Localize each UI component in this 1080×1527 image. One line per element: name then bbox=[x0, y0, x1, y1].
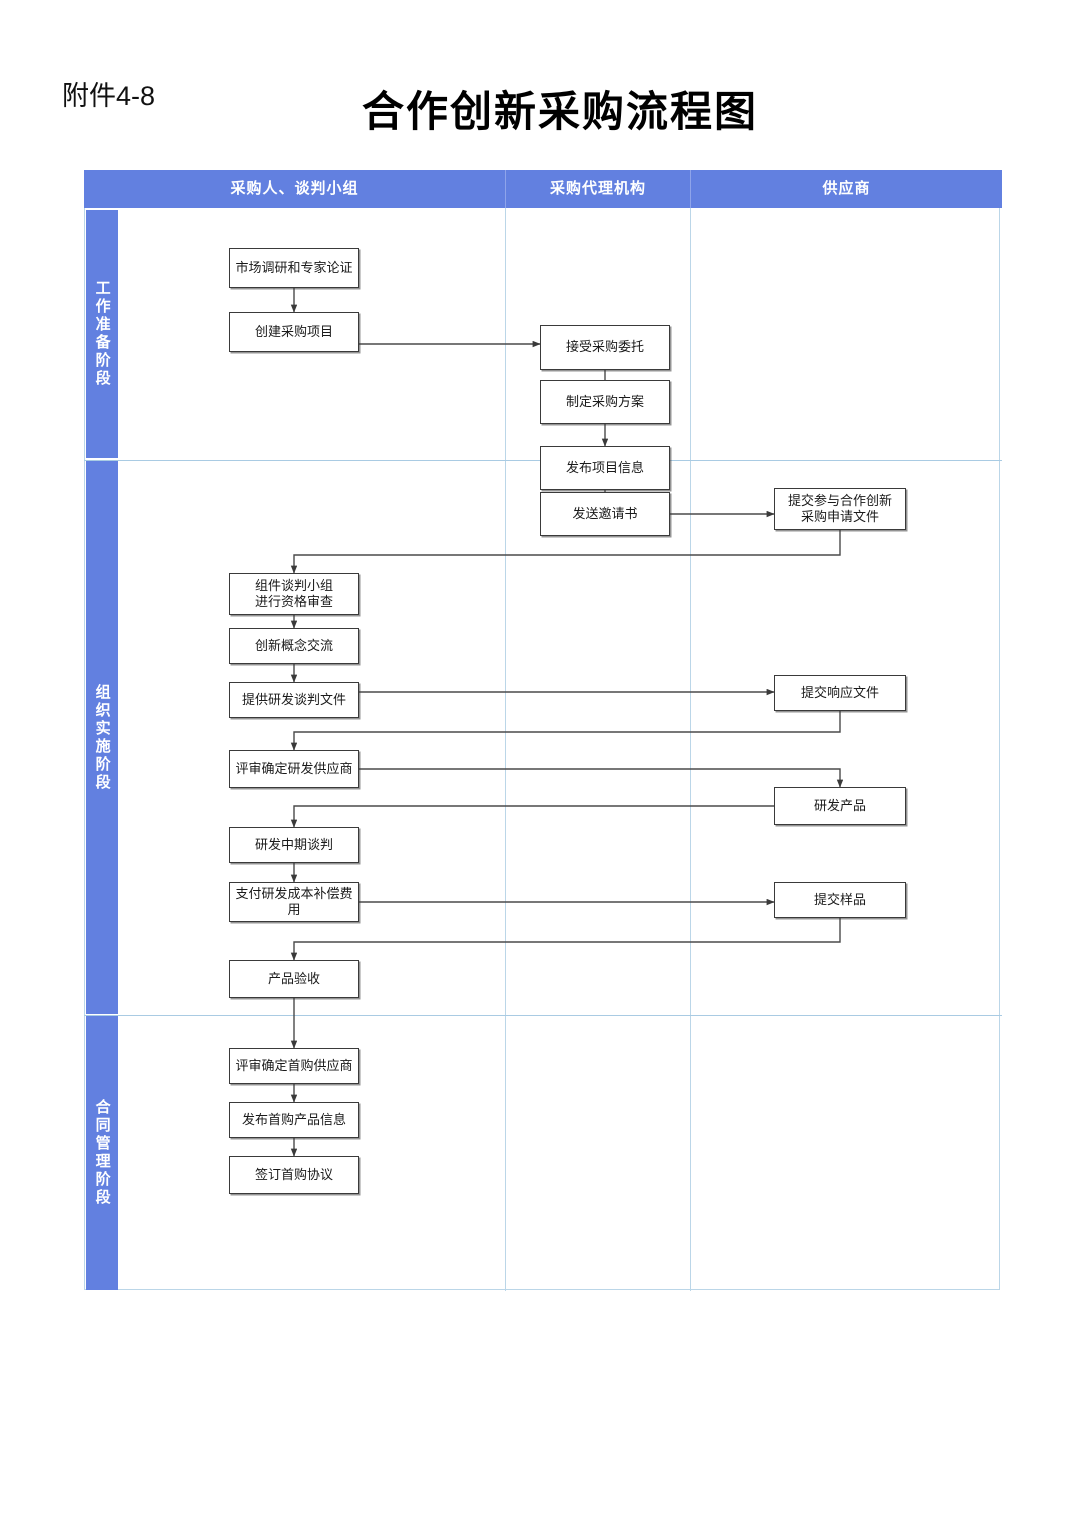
node-develop-product[interactable]: 研发产品 bbox=[774, 787, 906, 825]
node-formulate-plan[interactable]: 制定采购方案 bbox=[540, 380, 670, 424]
node-submit-sample[interactable]: 提交样品 bbox=[774, 882, 906, 918]
column-divider-1 bbox=[505, 208, 506, 1291]
node-submit-application[interactable]: 提交参与合作创新 采购申请文件 bbox=[774, 488, 906, 530]
header-separator-2 bbox=[690, 170, 691, 208]
node-publish-project-info[interactable]: 发布项目信息 bbox=[540, 446, 670, 490]
node-provide-rd-negotiation-docs[interactable]: 提供研发谈判文件 bbox=[229, 682, 359, 718]
node-market-research[interactable]: 市场调研和专家论证 bbox=[229, 248, 359, 288]
phase-rail-prep: 工作准备阶段 bbox=[86, 210, 118, 458]
node-accept-commission[interactable]: 接受采购委托 bbox=[540, 325, 670, 370]
swimlane-body bbox=[84, 208, 1000, 1290]
column-header-supplier: 供应商 bbox=[822, 180, 871, 197]
header-separator-1 bbox=[505, 170, 506, 208]
flowchart-diagram: 采购人、谈判小组 采购代理机构 供应商 工作准备阶段 组织实施阶段 合同管理阶段 bbox=[84, 170, 1002, 1292]
phase-rail-contract-label: 合同管理阶段 bbox=[93, 1099, 111, 1207]
phase-rail-implement: 组织实施阶段 bbox=[86, 461, 118, 1014]
node-pay-rd-compensation[interactable]: 支付研发成本补偿费 用 bbox=[229, 882, 359, 922]
phase-rail-prep-label: 工作准备阶段 bbox=[93, 280, 111, 388]
column-header-agency: 采购代理机构 bbox=[549, 180, 646, 197]
node-midterm-negotiation[interactable]: 研发中期谈判 bbox=[229, 827, 359, 863]
column-header-buyer: 采购人、谈判小组 bbox=[230, 180, 359, 197]
node-publish-first-product-info[interactable]: 发布首购产品信息 bbox=[229, 1102, 359, 1138]
node-create-project[interactable]: 创建采购项目 bbox=[229, 312, 359, 352]
attachment-label: 附件4-8 bbox=[62, 81, 156, 111]
node-form-negotiation-team[interactable]: 组件谈判小组 进行资格审查 bbox=[229, 573, 359, 615]
column-divider-2 bbox=[690, 208, 691, 1291]
node-innovation-concept-exchange[interactable]: 创新概念交流 bbox=[229, 628, 359, 664]
node-send-invitation[interactable]: 发送邀请书 bbox=[540, 492, 670, 536]
phase-rail-implement-label: 组织实施阶段 bbox=[93, 683, 111, 792]
phase-divider-2 bbox=[84, 1015, 1002, 1016]
swimlane-header-band bbox=[84, 170, 1002, 208]
page-title: 合作创新采购流程图 bbox=[361, 88, 758, 135]
node-submit-response-docs[interactable]: 提交响应文件 bbox=[774, 675, 906, 711]
phase-rail-contract: 合同管理阶段 bbox=[86, 1016, 118, 1290]
node-select-rd-supplier[interactable]: 评审确定研发供应商 bbox=[229, 750, 359, 788]
node-sign-first-purchase-agreement[interactable]: 签订首购协议 bbox=[229, 1156, 359, 1194]
node-product-acceptance[interactable]: 产品验收 bbox=[229, 960, 359, 998]
node-select-first-purchase-supplier[interactable]: 评审确定首购供应商 bbox=[229, 1048, 359, 1084]
